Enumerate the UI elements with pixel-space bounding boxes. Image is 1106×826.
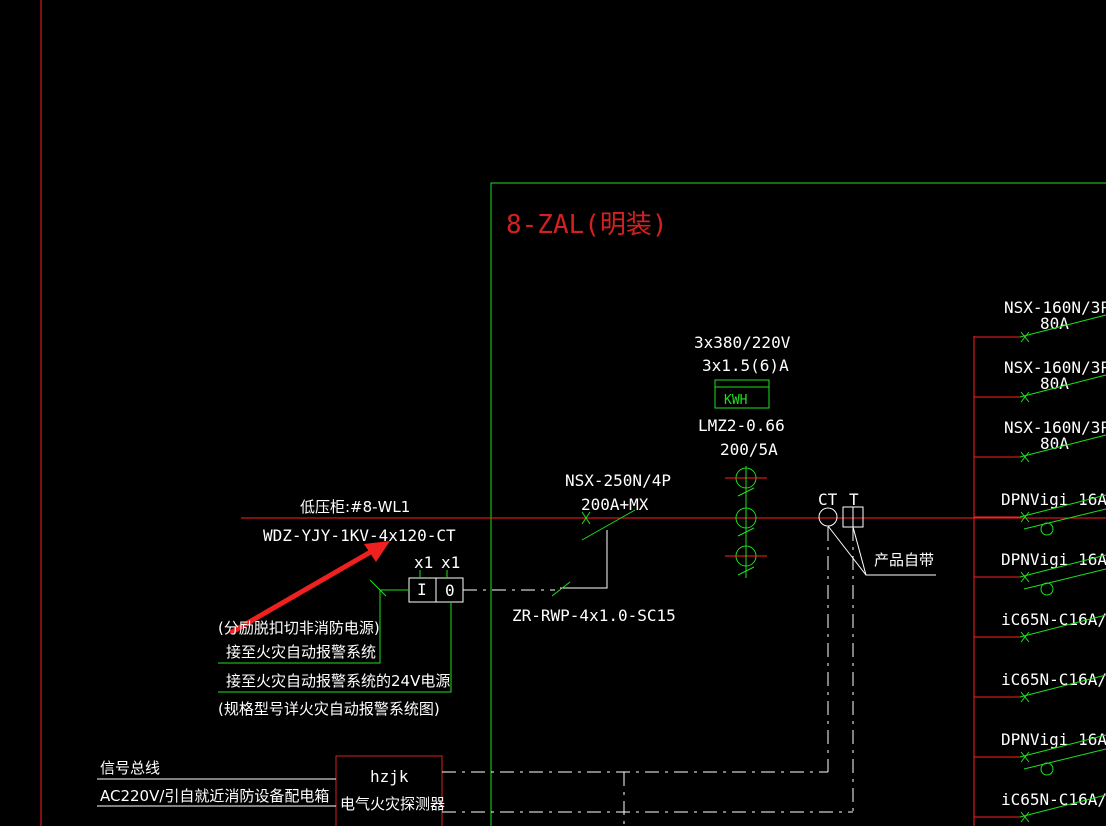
branch-model-label: DPNVigi 16A/0 xyxy=(1001,730,1106,749)
main-breaker-rating: 200A+MX xyxy=(581,495,649,514)
branch-rating-label: 80A xyxy=(1040,374,1069,393)
detector-power-label: AC220V/引自就近消防设备配电箱 xyxy=(100,787,329,805)
branch-cross-mark xyxy=(1020,451,1030,463)
branch-rcd-line xyxy=(1023,748,1106,770)
meter-current: 3x1.5(6)A xyxy=(702,356,789,375)
note-shunt-trip: (分励脱扣切非消防电源) xyxy=(218,619,380,637)
branch-breaker-contact xyxy=(1019,674,1106,698)
branch-cross-mark xyxy=(1020,631,1030,643)
panel-enclosure xyxy=(490,182,1106,826)
ct-label: CT xyxy=(818,490,838,509)
note-spec: (规格型号详火灾自动报警系统图) xyxy=(218,700,440,718)
branch-cross-mark xyxy=(1020,391,1030,403)
branch-cross-mark xyxy=(1020,571,1030,583)
annotation-arrow xyxy=(229,541,390,635)
branch-breaker-contact xyxy=(1019,494,1106,518)
meter-voltage: 3x380/220V xyxy=(694,333,791,352)
branch-model-label: NSX-160N/3P xyxy=(1004,298,1106,317)
branch-breaker-contact xyxy=(1019,434,1106,458)
fire-detector-box xyxy=(97,755,853,826)
note-24v-power: 接至火灾自动报警系统的24V电源 xyxy=(226,672,450,690)
branch-cross-mark xyxy=(1020,811,1030,823)
incoming-source-label: 低压柜:#8-WL1 xyxy=(300,498,410,516)
branch-rating-label: 80A xyxy=(1040,314,1069,333)
branch-model-label: iC65N-C16A/1 xyxy=(1001,790,1106,809)
main-breaker-symbol xyxy=(551,509,636,597)
branch-model-label: DPNVigi 16A/0 xyxy=(1001,550,1106,569)
shunt-trip-relay xyxy=(218,570,555,693)
detector-name: 电气火灾探测器 xyxy=(340,795,445,813)
branch-model-label: iC65N-C16A/1 xyxy=(1001,670,1106,689)
detector-code: hzjk xyxy=(370,767,409,786)
branch-rcd-line xyxy=(1023,508,1106,530)
main-breaker-model: NSX-250N/4P xyxy=(565,471,671,490)
branch-rcd-line xyxy=(1023,568,1106,590)
branch-model-label: iC65N-C16A/1 xyxy=(1001,610,1106,629)
kwh-meter-label: KWH xyxy=(724,393,747,408)
ct-model: LMZ2-0.66 xyxy=(698,416,785,435)
branch-breaker-contact xyxy=(1019,614,1106,638)
branch-breaker-contact xyxy=(1019,734,1106,758)
panel-title: 8-ZAL(明装) xyxy=(506,210,668,240)
signal-bus-label: 信号总线 xyxy=(100,759,160,777)
relay-x1a-label: x1 xyxy=(414,553,433,572)
relay-off-label: 0 xyxy=(445,581,455,600)
ct-t-note: 产品自带 xyxy=(874,551,934,569)
incoming-cable-label: WDZ-YJY-1KV-4x120-CT xyxy=(263,526,456,545)
ct-ratio: 200/5A xyxy=(720,440,778,459)
branch-breaker-contact xyxy=(1019,554,1106,578)
branch-breaker-contact xyxy=(1019,374,1106,398)
control-cable-label: ZR-RWP-4x1.0-SC15 xyxy=(512,606,676,625)
branch-cross-mark xyxy=(1020,751,1030,763)
branch-cross-mark xyxy=(1020,511,1030,523)
branch-breaker-contact xyxy=(1019,314,1106,338)
branch-model-label: DPNVigi 16A/0 xyxy=(1001,490,1106,509)
relay-x1b-label: x1 xyxy=(441,553,460,572)
current-transformers xyxy=(725,466,767,578)
branch-rating-label: 80A xyxy=(1040,434,1069,453)
ct-t-symbol xyxy=(818,506,936,812)
kwh-meter-symbol xyxy=(714,379,770,409)
branch-cross-mark xyxy=(1020,691,1030,703)
branch-model-label: NSX-160N/3P xyxy=(1004,418,1106,437)
t-label: T xyxy=(849,490,859,509)
relay-on-label: I xyxy=(417,580,427,599)
note-fire-alarm: 接至火灾自动报警系统 xyxy=(226,643,376,661)
branch-circuits: NSX-160N/3P80ANSX-160N/3P80ANSX-160N/3P8… xyxy=(974,298,1106,823)
branch-model-label: NSX-160N/3P xyxy=(1004,358,1106,377)
branch-cross-mark xyxy=(1020,331,1030,343)
branch-breaker-contact xyxy=(1019,794,1106,818)
